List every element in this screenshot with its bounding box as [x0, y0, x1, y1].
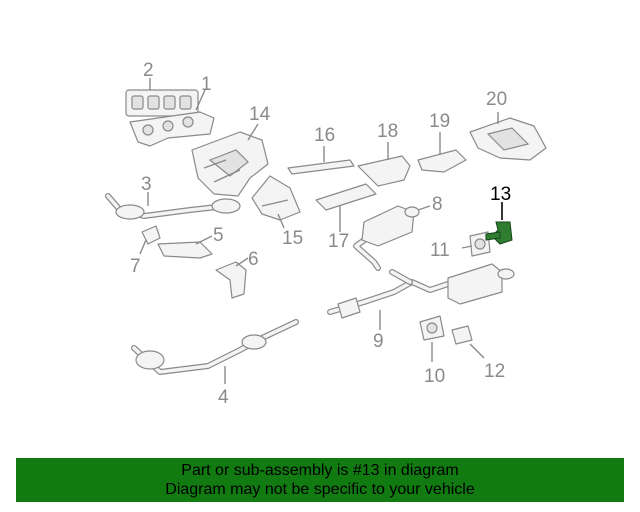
callout-5: 5 — [213, 225, 224, 246]
callout-7: 7 — [130, 256, 141, 277]
part-8-resonator[interactable] — [353, 205, 420, 271]
callout-13-highlighted: 13 — [490, 184, 511, 205]
part-12-bracket[interactable] — [451, 325, 473, 345]
info-banner: Part or sub-assembly is #13 in diagram D… — [16, 458, 624, 502]
callout-3: 3 — [141, 174, 152, 195]
callout-9: 9 — [373, 331, 384, 352]
callout-12: 12 — [484, 361, 505, 382]
part-16-heat-shield[interactable] — [287, 159, 355, 175]
part-17-heat-shield[interactable] — [315, 183, 377, 211]
callout-18: 18 — [377, 121, 398, 142]
part-15-shield[interactable] — [251, 175, 301, 221]
callout-1: 1 — [201, 74, 212, 95]
callout-2: 2 — [143, 60, 154, 81]
callout-11: 11 — [430, 240, 450, 261]
part-13-exhaust-hanger-highlighted[interactable] — [485, 221, 513, 245]
part-4-exhaust-pipe[interactable] — [131, 319, 299, 375]
part-11-insulator[interactable] — [469, 231, 491, 257]
part-5-bracket[interactable] — [157, 241, 213, 259]
banner-line-1: Part or sub-assembly is #13 in diagram — [181, 462, 459, 479]
banner-line-2: Diagram may not be specific to your vehi… — [165, 481, 475, 498]
part-14-heat-shield[interactable] — [191, 131, 269, 197]
callout-17: 17 — [328, 231, 349, 252]
callout-19: 19 — [429, 111, 450, 132]
callout-16: 16 — [314, 125, 335, 146]
part-10-hanger[interactable] — [419, 315, 445, 341]
part-9-intermediate-pipe-muffler[interactable] — [327, 263, 515, 319]
part-19-heat-shield[interactable] — [417, 149, 467, 173]
callout-8: 8 — [432, 194, 443, 215]
callout-6: 6 — [248, 249, 259, 270]
callout-4: 4 — [218, 387, 229, 408]
part-18-heat-shield[interactable] — [357, 155, 411, 187]
callout-15: 15 — [282, 228, 303, 249]
callout-labels: 2 1 3 4 5 6 7 8 9 10 11 12 13 14 15 16 1… — [130, 60, 511, 408]
exhaust-parts-diagram: 2 1 3 4 5 6 7 8 9 10 11 12 13 14 15 16 1… — [105, 60, 547, 408]
part-2-manifold-gasket[interactable] — [125, 89, 199, 117]
part-1-exhaust-manifold[interactable] — [129, 111, 215, 147]
part-3-front-pipe-converter[interactable] — [105, 193, 241, 220]
part-6-hanger-bracket[interactable] — [215, 261, 247, 299]
callout-14: 14 — [249, 104, 271, 125]
callout-10: 10 — [424, 366, 445, 387]
part-20-heat-shield[interactable] — [469, 117, 547, 161]
leader-lines — [139, 78, 503, 384]
callout-20: 20 — [486, 89, 507, 110]
